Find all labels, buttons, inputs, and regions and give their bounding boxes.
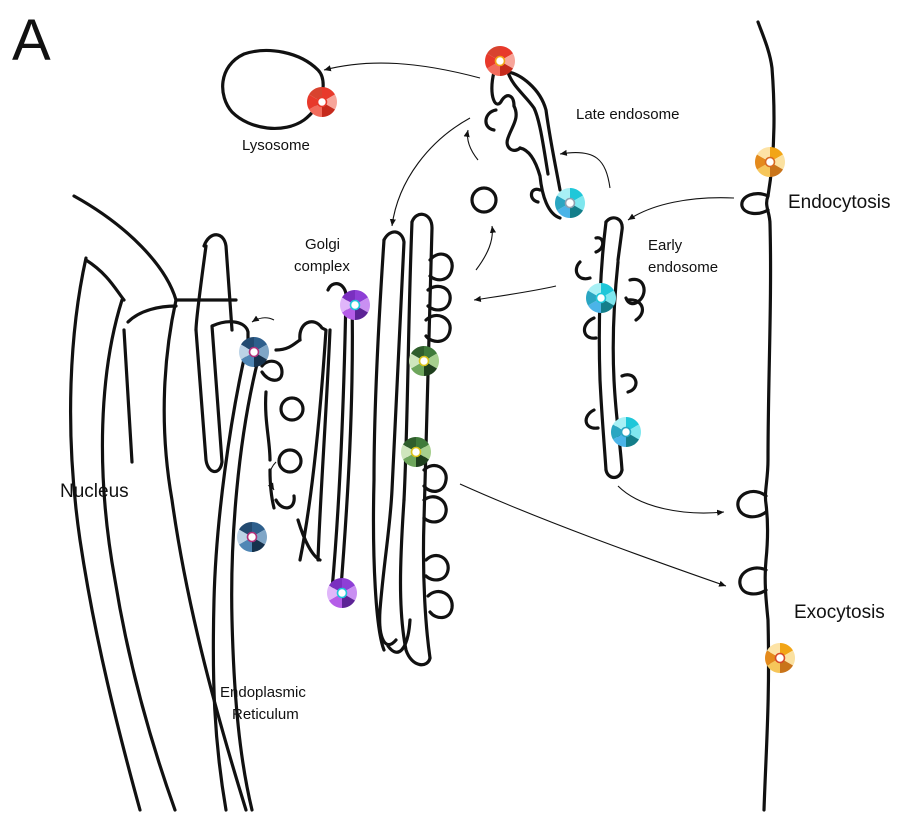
early-endosome-marker-upper-center: [597, 294, 606, 303]
early-endosome-label-line2: endosome: [648, 259, 718, 276]
endocytosis-marker-center: [766, 158, 775, 167]
late-endosome-top-marker: [485, 46, 515, 76]
plasma-membrane: [738, 22, 774, 810]
golgi-marker-bottom: [327, 578, 357, 608]
late-endosome: [486, 72, 560, 218]
early-endosome-marker-upper: [586, 283, 616, 313]
er-marker-lower: [237, 522, 267, 552]
late-endosome-marker-center: [566, 199, 575, 208]
lysosome-marker-center: [318, 98, 327, 107]
golgi-marker-top-center: [351, 301, 360, 310]
free-vesicle: [472, 188, 496, 212]
golgi-green-marker-upper-center: [420, 357, 429, 366]
golgi-green-marker-upper: [409, 346, 439, 376]
er-marker-lower-center: [248, 533, 257, 542]
endoplasmic-reticulum: [124, 235, 258, 810]
er-label-line1: Endoplasmic: [220, 684, 306, 701]
trafficking-arrows: [252, 63, 734, 586]
golgi-marker-top: [340, 290, 370, 320]
early-endosome-label-line1: Early: [648, 237, 683, 254]
er-marker-upper: [239, 337, 269, 367]
late-endosome-top-marker-center: [496, 57, 505, 66]
er-label-line2: Reticulum: [232, 706, 299, 723]
exocytosis-marker-center: [776, 654, 785, 663]
golgi-green-marker-lower-center: [412, 448, 421, 457]
golgi-marker-bottom-center: [338, 589, 347, 598]
lysosome-marker: [307, 87, 337, 117]
exocytosis-label: Exocytosis: [794, 602, 885, 623]
nucleus-label: Nucleus: [60, 481, 129, 502]
golgi-green-marker-lower: [401, 437, 431, 467]
er-marker-upper-center: [250, 348, 259, 357]
early-endosome-marker-lower: [611, 417, 641, 447]
cargo-markers: [237, 46, 795, 673]
panel-letter: A: [12, 8, 51, 73]
er-buds: [262, 361, 303, 508]
late-endosome-marker: [555, 188, 585, 218]
exocytosis-marker: [765, 643, 795, 673]
golgi-label-line1: Golgi: [305, 236, 340, 253]
early-endosome-marker-lower-center: [622, 428, 631, 437]
lysosome-label: Lysosome: [242, 137, 310, 154]
endocytosis-label: Endocytosis: [788, 192, 890, 213]
endocytosis-marker: [755, 147, 785, 177]
late-endosome-label: Late endosome: [576, 106, 679, 123]
lysosome-membrane: [223, 51, 324, 129]
golgi-label-line2: complex: [294, 258, 350, 275]
